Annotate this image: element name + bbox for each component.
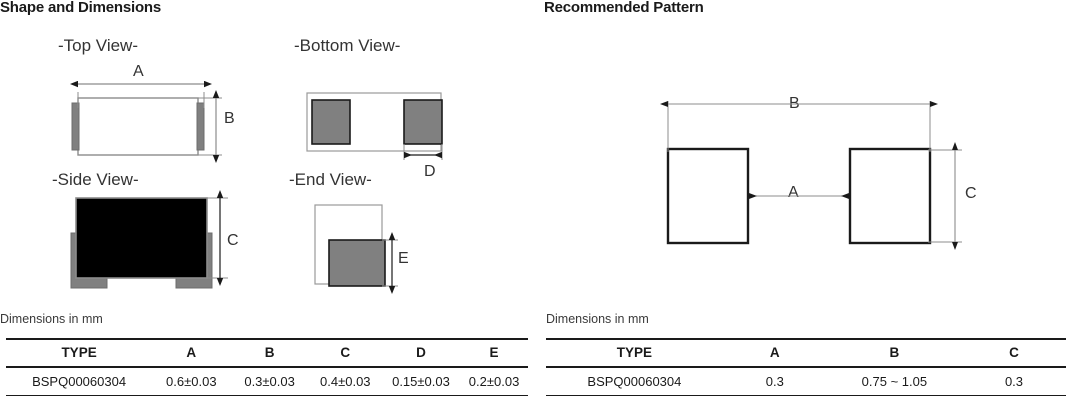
end-view-label: -End View- bbox=[289, 170, 372, 189]
end-view-drawing bbox=[314, 204, 398, 294]
cell-type: BSPQ00060304 bbox=[6, 367, 153, 396]
cell-value: 0.15±0.03 bbox=[381, 367, 461, 396]
left-units-note: Dimensions in mm bbox=[0, 312, 103, 326]
pattern-pads bbox=[666, 147, 932, 245]
dimension-c-pattern bbox=[928, 142, 962, 250]
left-section-title: Shape and Dimensions bbox=[0, 0, 162, 16]
shape-and-dimensions-panel: Shape and Dimensions -Top View- -Bottom … bbox=[0, 0, 528, 396]
left-drawings-svg bbox=[70, 80, 443, 294]
column-header-type: TYPE bbox=[546, 338, 723, 368]
dim-letter-a-pattern: A bbox=[788, 184, 799, 201]
recommended-pattern-panel: Recommended Pattern B A C bbox=[540, 0, 1080, 410]
cell-value: 0.4±0.03 bbox=[308, 367, 382, 396]
cell-value: 0.3±0.03 bbox=[230, 367, 309, 396]
column-header-type: TYPE bbox=[6, 338, 153, 368]
column-header-e: E bbox=[460, 338, 528, 368]
cell-value: 0.75 ~ 1.05 bbox=[826, 367, 962, 396]
right-units-note: Dimensions in mm bbox=[546, 312, 649, 326]
column-header-b: B bbox=[826, 338, 962, 368]
bottom-view-drawing bbox=[306, 92, 443, 160]
cell-value: 0.2±0.03 bbox=[460, 367, 528, 396]
cell-value: 0.3 bbox=[722, 367, 827, 396]
bottom-view-label: -Bottom View- bbox=[294, 36, 401, 55]
column-header-d: D bbox=[381, 338, 461, 368]
top-view-drawing bbox=[70, 80, 222, 163]
land-pad-right bbox=[848, 147, 932, 245]
dim-letter-a-top-view: A bbox=[133, 63, 144, 80]
top-view-label: -Top View- bbox=[58, 36, 138, 55]
dim-letter-e-end-view: E bbox=[398, 250, 409, 267]
land-pad-left bbox=[666, 147, 750, 245]
dimension-b-pattern bbox=[660, 101, 938, 152]
side-view-drawing bbox=[70, 190, 228, 289]
cell-type: BSPQ00060304 bbox=[546, 367, 723, 396]
dim-letter-b-top-view: B bbox=[224, 110, 235, 127]
column-header-c: C bbox=[308, 338, 382, 368]
right-drawings-svg bbox=[660, 101, 962, 250]
column-header-b: B bbox=[230, 338, 309, 368]
column-header-a: A bbox=[152, 338, 231, 368]
column-header-c: C bbox=[961, 338, 1066, 368]
dim-letter-d-bottom-view: D bbox=[424, 163, 436, 180]
column-header-a: A bbox=[722, 338, 827, 368]
cell-value: 0.3 bbox=[961, 367, 1066, 396]
dim-letter-c-side-view: C bbox=[227, 232, 239, 249]
side-view-label: -Side View- bbox=[52, 170, 139, 189]
right-section-title: Recommended Pattern bbox=[544, 0, 704, 16]
dim-letter-c-pattern: C bbox=[965, 185, 977, 202]
cell-value: 0.6±0.03 bbox=[152, 367, 231, 396]
